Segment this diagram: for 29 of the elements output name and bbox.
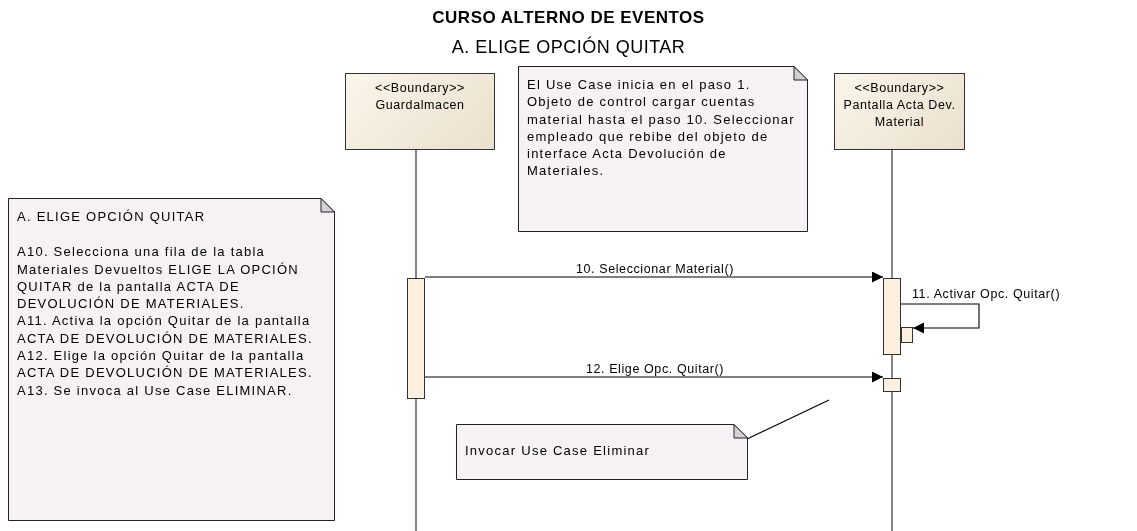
leader-line	[746, 399, 830, 440]
note-text: A10. Selecciona una fila de la tabla Materiales Devueltos ELIGE LA OPCIÓN QUITAR de la pantalla ACTA DE DEVOLUCIÓN DE MATERIALES.	[17, 243, 300, 313]
stereotype-label: <<Boundary>>	[374, 80, 466, 97]
note-text: Invocar Use Case Eliminar	[465, 442, 652, 460]
self-message-arrow	[900, 303, 980, 334]
note-box	[8, 198, 335, 521]
lifeline-head-box	[834, 73, 965, 150]
note-text: A13. Se invoca al Use Case ELIMINAR.	[17, 381, 294, 399]
note-box	[456, 424, 748, 480]
lifeline-name: Guardalmacen	[374, 97, 466, 114]
note-heading: A. ELIGE OPCIÓN QUITAR	[17, 208, 207, 226]
diagram-subtitle: A. ELIGE OPCIÓN QUITAR	[450, 37, 687, 58]
note-text: El Use Case inicia en el paso 1. Objeto de control cargar cuentas material hasta el paso 10. Seleccionar empleado que rebibe del objeto de interface Acta Devolución de Materiales.	[527, 76, 796, 180]
message-arrow	[424, 371, 884, 383]
note-text: A12. Elige la opción Quitar de la pantalla ACTA DE DEVOLUCIÓN DE MATERIALES.	[17, 347, 314, 382]
activation-bar	[883, 378, 901, 392]
activation-bar	[407, 278, 425, 399]
lifeline-head-box	[345, 73, 495, 150]
stereotype-label: <<Boundary>>	[853, 80, 946, 97]
diagram-title: CURSO ALTERNO DE EVENTOS	[431, 8, 706, 28]
note-text: A11. Activa la opción Quitar de la pantalla ACTA DE DEVOLUCIÓN DE MATERIALES.	[17, 312, 314, 348]
activation-bar	[883, 278, 901, 355]
lifeline-name: Pantalla Acta Dev. Material	[842, 97, 957, 131]
message-label: 11. Activar Opc. Quitar()	[912, 287, 1061, 301]
note-box	[518, 66, 808, 232]
message-label: 12. Elige Opc. Quitar()	[585, 362, 725, 376]
activation-bar	[901, 327, 913, 343]
message-arrow	[424, 271, 884, 283]
message-label: 10. Seleccionar Material()	[576, 262, 734, 276]
